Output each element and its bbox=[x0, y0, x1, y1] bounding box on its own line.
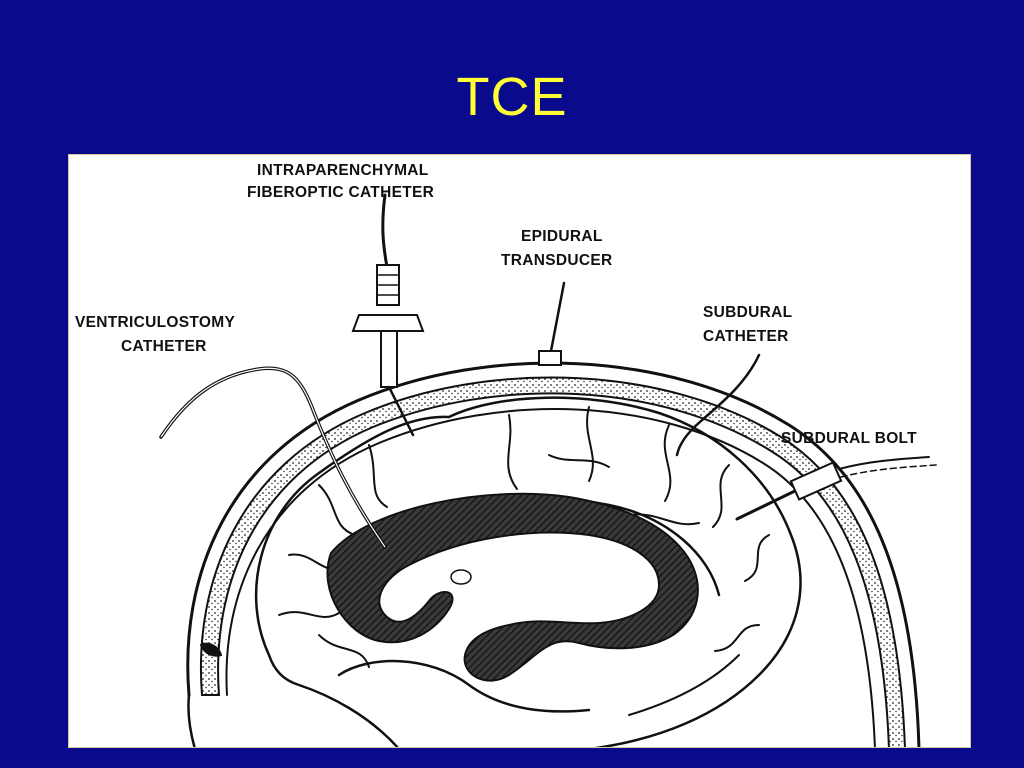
sulcus-13 bbox=[318, 634, 370, 668]
bolt-shaft bbox=[735, 487, 801, 521]
transducer-sensor bbox=[538, 350, 562, 366]
brain-outline bbox=[254, 396, 802, 747]
sulcus-4 bbox=[278, 611, 340, 618]
skull-bone-band bbox=[200, 376, 906, 747]
fiberoptic-probe bbox=[387, 385, 415, 437]
label-epidural-line1: EPIDURAL bbox=[521, 228, 603, 245]
epidural-wire bbox=[549, 281, 566, 353]
fiberoptic-cable bbox=[381, 193, 389, 269]
bolt-tubing bbox=[838, 456, 930, 470]
dura-line bbox=[225, 408, 876, 747]
slide-title: TCE bbox=[456, 67, 568, 127]
temporal-lobe-line bbox=[337, 659, 591, 713]
label-intraparenchymal-line1: INTRAPARENCHYMAL bbox=[257, 162, 429, 179]
subdural-catheter bbox=[675, 353, 761, 457]
ventricle-foramen bbox=[450, 569, 472, 585]
fiberoptic-wings bbox=[351, 314, 425, 332]
label-subdural-bolt: SUBDURAL BOLT bbox=[781, 430, 917, 447]
sulcus-8 bbox=[712, 464, 730, 528]
label-epidural-line2: TRANSDUCER bbox=[501, 252, 613, 269]
figure-frame: INTRAPARENCHYMAL FIBEROPTIC CATHETER EPI… bbox=[68, 154, 971, 748]
label-subdural-catheter-line1: SUBDURAL bbox=[703, 304, 792, 321]
label-ventriculostomy-line1: VENTRICULOSTOMY bbox=[75, 314, 235, 331]
label-ventriculostomy-line2: CATHETER bbox=[121, 338, 207, 355]
brain-monitoring-diagram: INTRAPARENCHYMAL FIBEROPTIC CATHETER EPI… bbox=[69, 155, 970, 747]
eye-socket-mark bbox=[199, 642, 223, 657]
sulcus-6 bbox=[586, 406, 594, 482]
subdural-bolt bbox=[735, 456, 938, 521]
scalp-outer-line bbox=[186, 361, 921, 747]
sulcus-9 bbox=[744, 534, 770, 582]
sulcus-10 bbox=[714, 624, 760, 652]
sulcus-2 bbox=[368, 444, 388, 508]
skull-outline bbox=[186, 361, 921, 747]
ventriculostomy-catheter bbox=[159, 366, 387, 549]
label-subdural-catheter-line2: CATHETER bbox=[703, 328, 789, 345]
bolt-tubing-2 bbox=[840, 464, 938, 478]
sulcus-11 bbox=[548, 454, 610, 468]
sulcus-1 bbox=[318, 484, 356, 536]
label-intraparenchymal-line2: FIBEROPTIC CATHETER bbox=[247, 184, 434, 201]
sulcus-5 bbox=[507, 414, 518, 490]
face-profile bbox=[187, 693, 196, 747]
cerebellum-line bbox=[628, 654, 740, 716]
epidural-transducer bbox=[538, 281, 566, 366]
ventriculostomy-tube-inner bbox=[160, 367, 386, 548]
diagram-labels: INTRAPARENCHYMAL FIBEROPTIC CATHETER EPI… bbox=[75, 162, 917, 447]
sulcus-12 bbox=[628, 513, 700, 526]
sulcus-7 bbox=[663, 424, 672, 502]
ventricle-shape bbox=[326, 492, 699, 682]
fiberoptic-bolt bbox=[380, 330, 398, 388]
intraparenchymal-catheter bbox=[351, 193, 425, 437]
bolt-body bbox=[789, 461, 843, 501]
